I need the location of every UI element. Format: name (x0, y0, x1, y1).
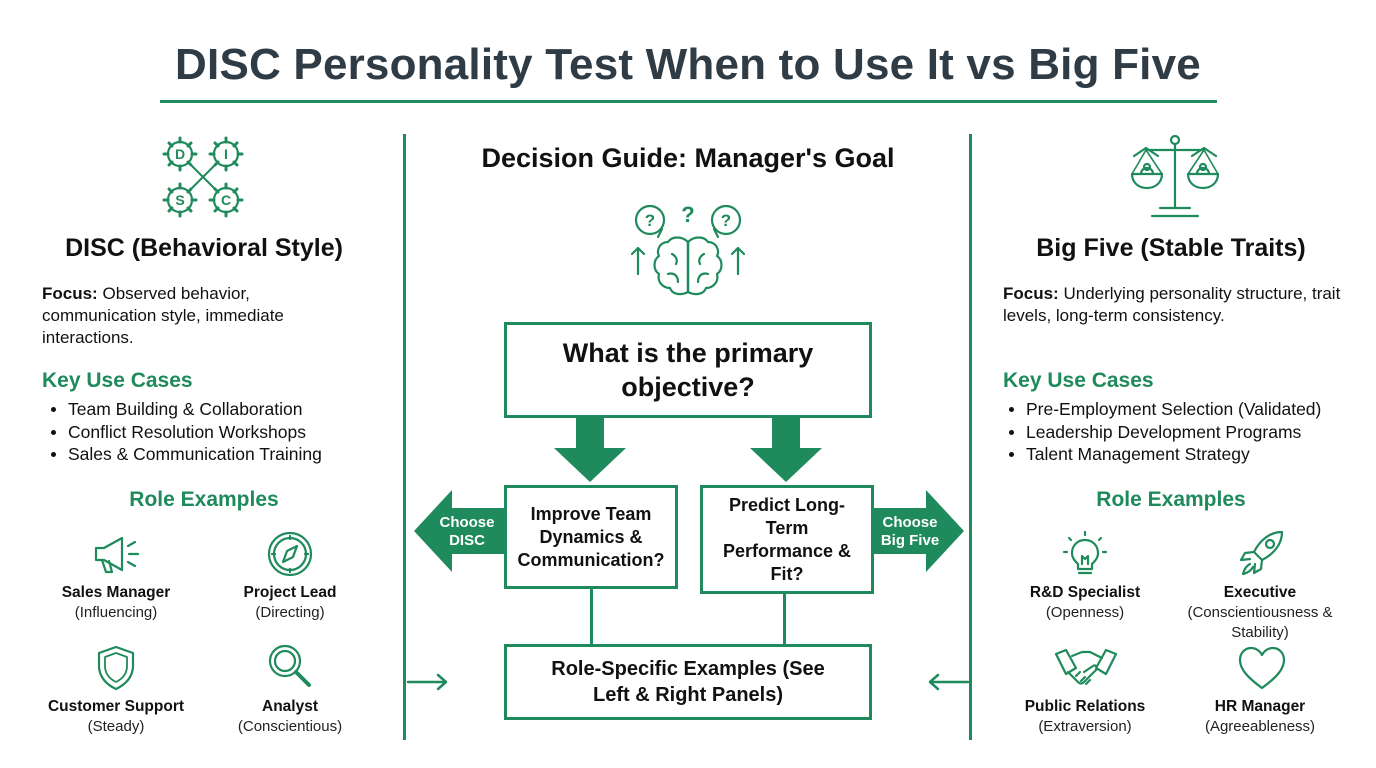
list-item: Sales & Communication Training (42, 443, 322, 466)
big-five-use-cases-list: Pre-Employment Selection (Validated) Lea… (1000, 398, 1321, 466)
arrow-right-icon (406, 673, 448, 691)
right-divider (969, 134, 972, 740)
role-name: Customer Support (47, 698, 185, 715)
role-customer-support: Customer Support (Steady) (31, 697, 201, 737)
role-public-relations: Public Relations (Extraversion) (1000, 697, 1170, 737)
role-sales-manager: Sales Manager (Influencing) (31, 583, 201, 623)
disc-heading: DISC (Behavioral Style) (65, 234, 343, 262)
title-underline (160, 100, 1217, 103)
disc-focus-text: Observed behavior, communication style, … (42, 284, 284, 347)
connector-right (783, 594, 786, 645)
choose-big-five-arrow-icon: Choose Big Five (872, 490, 964, 572)
choose-disc-arrow-icon: Choose DISC (414, 490, 506, 572)
role-desc: (Openness) (1045, 604, 1125, 621)
connector-left (590, 589, 593, 645)
role-desc: (Agreeableness) (1204, 718, 1316, 735)
list-item: Team Building & Collaboration (42, 398, 322, 421)
role-hr-manager: HR Manager (Agreeableness) (1175, 697, 1345, 737)
role-specific-examples-box: Role-Specific Examples (See Left & Right… (504, 644, 872, 720)
list-item: Talent Management Strategy (1000, 443, 1321, 466)
handshake-icon (1054, 648, 1118, 686)
role-desc: (Conscientiousness & Stability) (1187, 604, 1333, 641)
big-five-focus-text: Underlying personality structure, trait … (1003, 284, 1341, 325)
compass-icon (267, 531, 313, 577)
role-executive: Executive (Conscientiousness & Stability… (1175, 583, 1345, 643)
option-improve-team-box: Improve Team Dynamics & Communication? (504, 485, 678, 589)
lightbulb-icon (1062, 530, 1108, 575)
gear-letter-d: D (175, 146, 185, 162)
magnifier-icon (268, 644, 311, 687)
svg-text:?: ? (645, 211, 655, 230)
choose-disc-label-1: Choose (439, 514, 494, 531)
role-desc: (Conscientious) (237, 718, 343, 735)
disc-focus: Focus: Observed behavior, communication … (42, 283, 342, 349)
gear-letter-s: S (175, 192, 184, 208)
role-desc: (Extraversion) (1038, 718, 1132, 735)
down-arrow-left-icon (554, 418, 626, 482)
role-project-lead: Project Lead (Directing) (205, 583, 375, 623)
question-box: What is the primary objective? (504, 322, 872, 418)
choose-disc-label-2: DISC (449, 532, 485, 549)
disc-use-cases-heading: Key Use Cases (42, 369, 193, 392)
gear-letter-i: I (224, 146, 228, 162)
role-desc: (Directing) (255, 604, 325, 621)
big-five-heading: Big Five (Stable Traits) (1036, 234, 1306, 262)
megaphone-icon (94, 536, 140, 574)
list-item: Leadership Development Programs (1000, 421, 1321, 444)
role-name: Executive (1223, 584, 1297, 601)
shield-icon (97, 645, 135, 691)
role-name: Public Relations (1024, 698, 1146, 715)
choose-big-five-label-1: Choose (882, 514, 937, 531)
role-name: HR Manager (1214, 698, 1306, 715)
disc-use-cases-list: Team Building & Collaboration Conflict R… (42, 398, 322, 466)
big-five-role-examples-heading: Role Examples (1096, 488, 1246, 511)
balance-scale-icon (1130, 134, 1220, 218)
choose-big-five-label-2: Big Five (881, 532, 939, 549)
big-five-use-cases-heading: Key Use Cases (1003, 369, 1154, 392)
role-desc: (Influencing) (74, 604, 158, 621)
arrow-left-icon (928, 673, 970, 691)
svg-text:?: ? (681, 202, 694, 227)
down-arrow-right-icon (750, 418, 822, 482)
role-desc: (Steady) (87, 718, 145, 735)
heart-icon (1238, 646, 1286, 690)
list-item: Pre-Employment Selection (Validated) (1000, 398, 1321, 421)
role-name: Project Lead (243, 584, 337, 601)
gear-letter-c: C (221, 192, 231, 208)
list-item: Conflict Resolution Workshops (42, 421, 322, 444)
decision-guide-heading: Decision Guide: Manager's Goal (481, 143, 895, 173)
page-title: DISC Personality Test When to Use It vs … (175, 40, 1201, 89)
role-name: Sales Manager (61, 584, 171, 601)
rocket-icon (1239, 530, 1284, 576)
brain-questions-icon: ? ? ? (630, 202, 746, 296)
role-rd-specialist: R&D Specialist (Openness) (1000, 583, 1170, 623)
role-analyst: Analyst (Conscientious) (205, 697, 375, 737)
big-five-focus: Focus: Underlying personality structure,… (1003, 283, 1353, 327)
left-divider (403, 134, 406, 740)
role-name: R&D Specialist (1029, 584, 1141, 601)
svg-text:?: ? (721, 211, 731, 230)
disc-focus-label: Focus: (42, 284, 98, 303)
role-name: Analyst (262, 698, 318, 715)
option-predict-performance-box: Predict Long-Term Performance & Fit? (700, 485, 874, 594)
disc-role-examples-heading: Role Examples (129, 488, 279, 511)
disc-gears-icon: D I S C (162, 136, 244, 218)
big-five-focus-label: Focus: (1003, 284, 1059, 303)
